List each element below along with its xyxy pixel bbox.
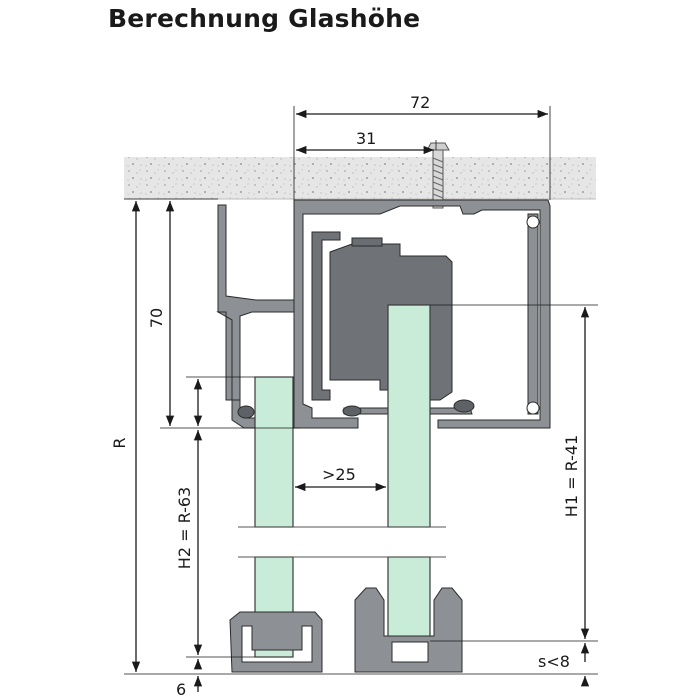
- dim-offset: 6: [176, 680, 186, 699]
- dim-room-height: R: [110, 437, 129, 448]
- dim-height-top: 70: [147, 308, 166, 328]
- extension-lines: [124, 106, 598, 675]
- dim-h2: H2 = R-63: [175, 487, 194, 569]
- dimension-lines: [131, 109, 590, 692]
- dim-width-inner: 31: [356, 129, 376, 148]
- fixed-glass-bracket: [216, 204, 295, 429]
- floor-guide-slot: [391, 641, 429, 663]
- ceiling: [124, 157, 596, 199]
- fixed-floor-profile: [229, 611, 323, 673]
- dim-width-total: 72: [410, 93, 430, 112]
- break-lines: [238, 526, 446, 558]
- sliding-glass-panel-bottom: [387, 556, 431, 642]
- sliding-glass-panel-top: [387, 304, 431, 528]
- sliding-floor-guide: [354, 587, 463, 673]
- dim-gap: >25: [322, 465, 356, 484]
- screw-icon: [426, 142, 450, 209]
- dim-floor-gap: s<8: [538, 652, 570, 671]
- dim-h1: H1 = R-41: [562, 435, 581, 517]
- fixed-glass-panel-top: [254, 376, 294, 528]
- page-title: Berechnung Glashöhe: [108, 4, 421, 33]
